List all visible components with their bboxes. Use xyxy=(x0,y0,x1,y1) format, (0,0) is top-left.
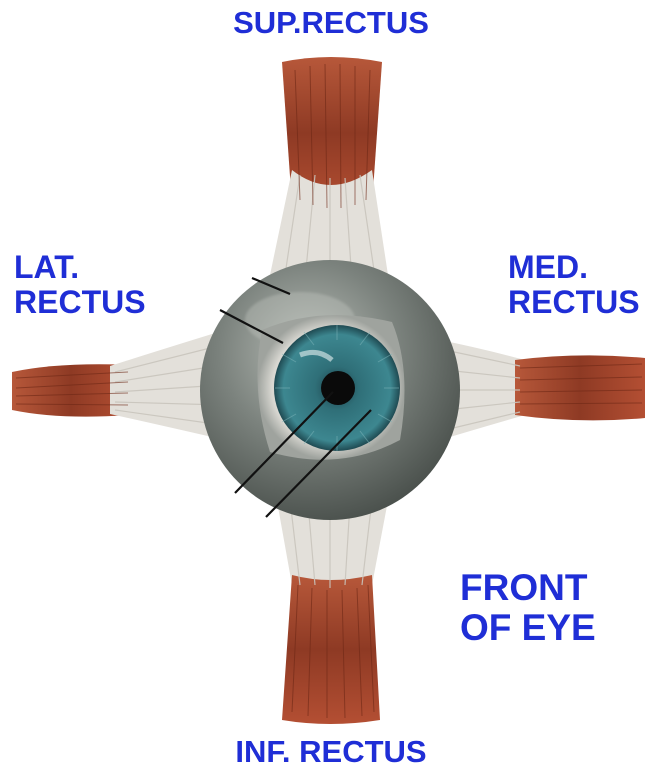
medial-rectus-muscle xyxy=(440,340,645,440)
lateral-rectus-muscle xyxy=(12,330,225,440)
lateral-rectus-label: LAT. RECTUS xyxy=(14,250,146,319)
inferior-rectus-label: INF. RECTUS xyxy=(0,735,662,768)
superior-rectus-label: SUP.RECTUS xyxy=(0,6,662,39)
superior-rectus-muscle xyxy=(270,57,388,285)
front-of-eye-label: FRONT OF EYE xyxy=(460,568,596,648)
inferior-rectus-muscle xyxy=(275,490,390,724)
medial-rectus-label: MED. RECTUS xyxy=(508,250,640,319)
